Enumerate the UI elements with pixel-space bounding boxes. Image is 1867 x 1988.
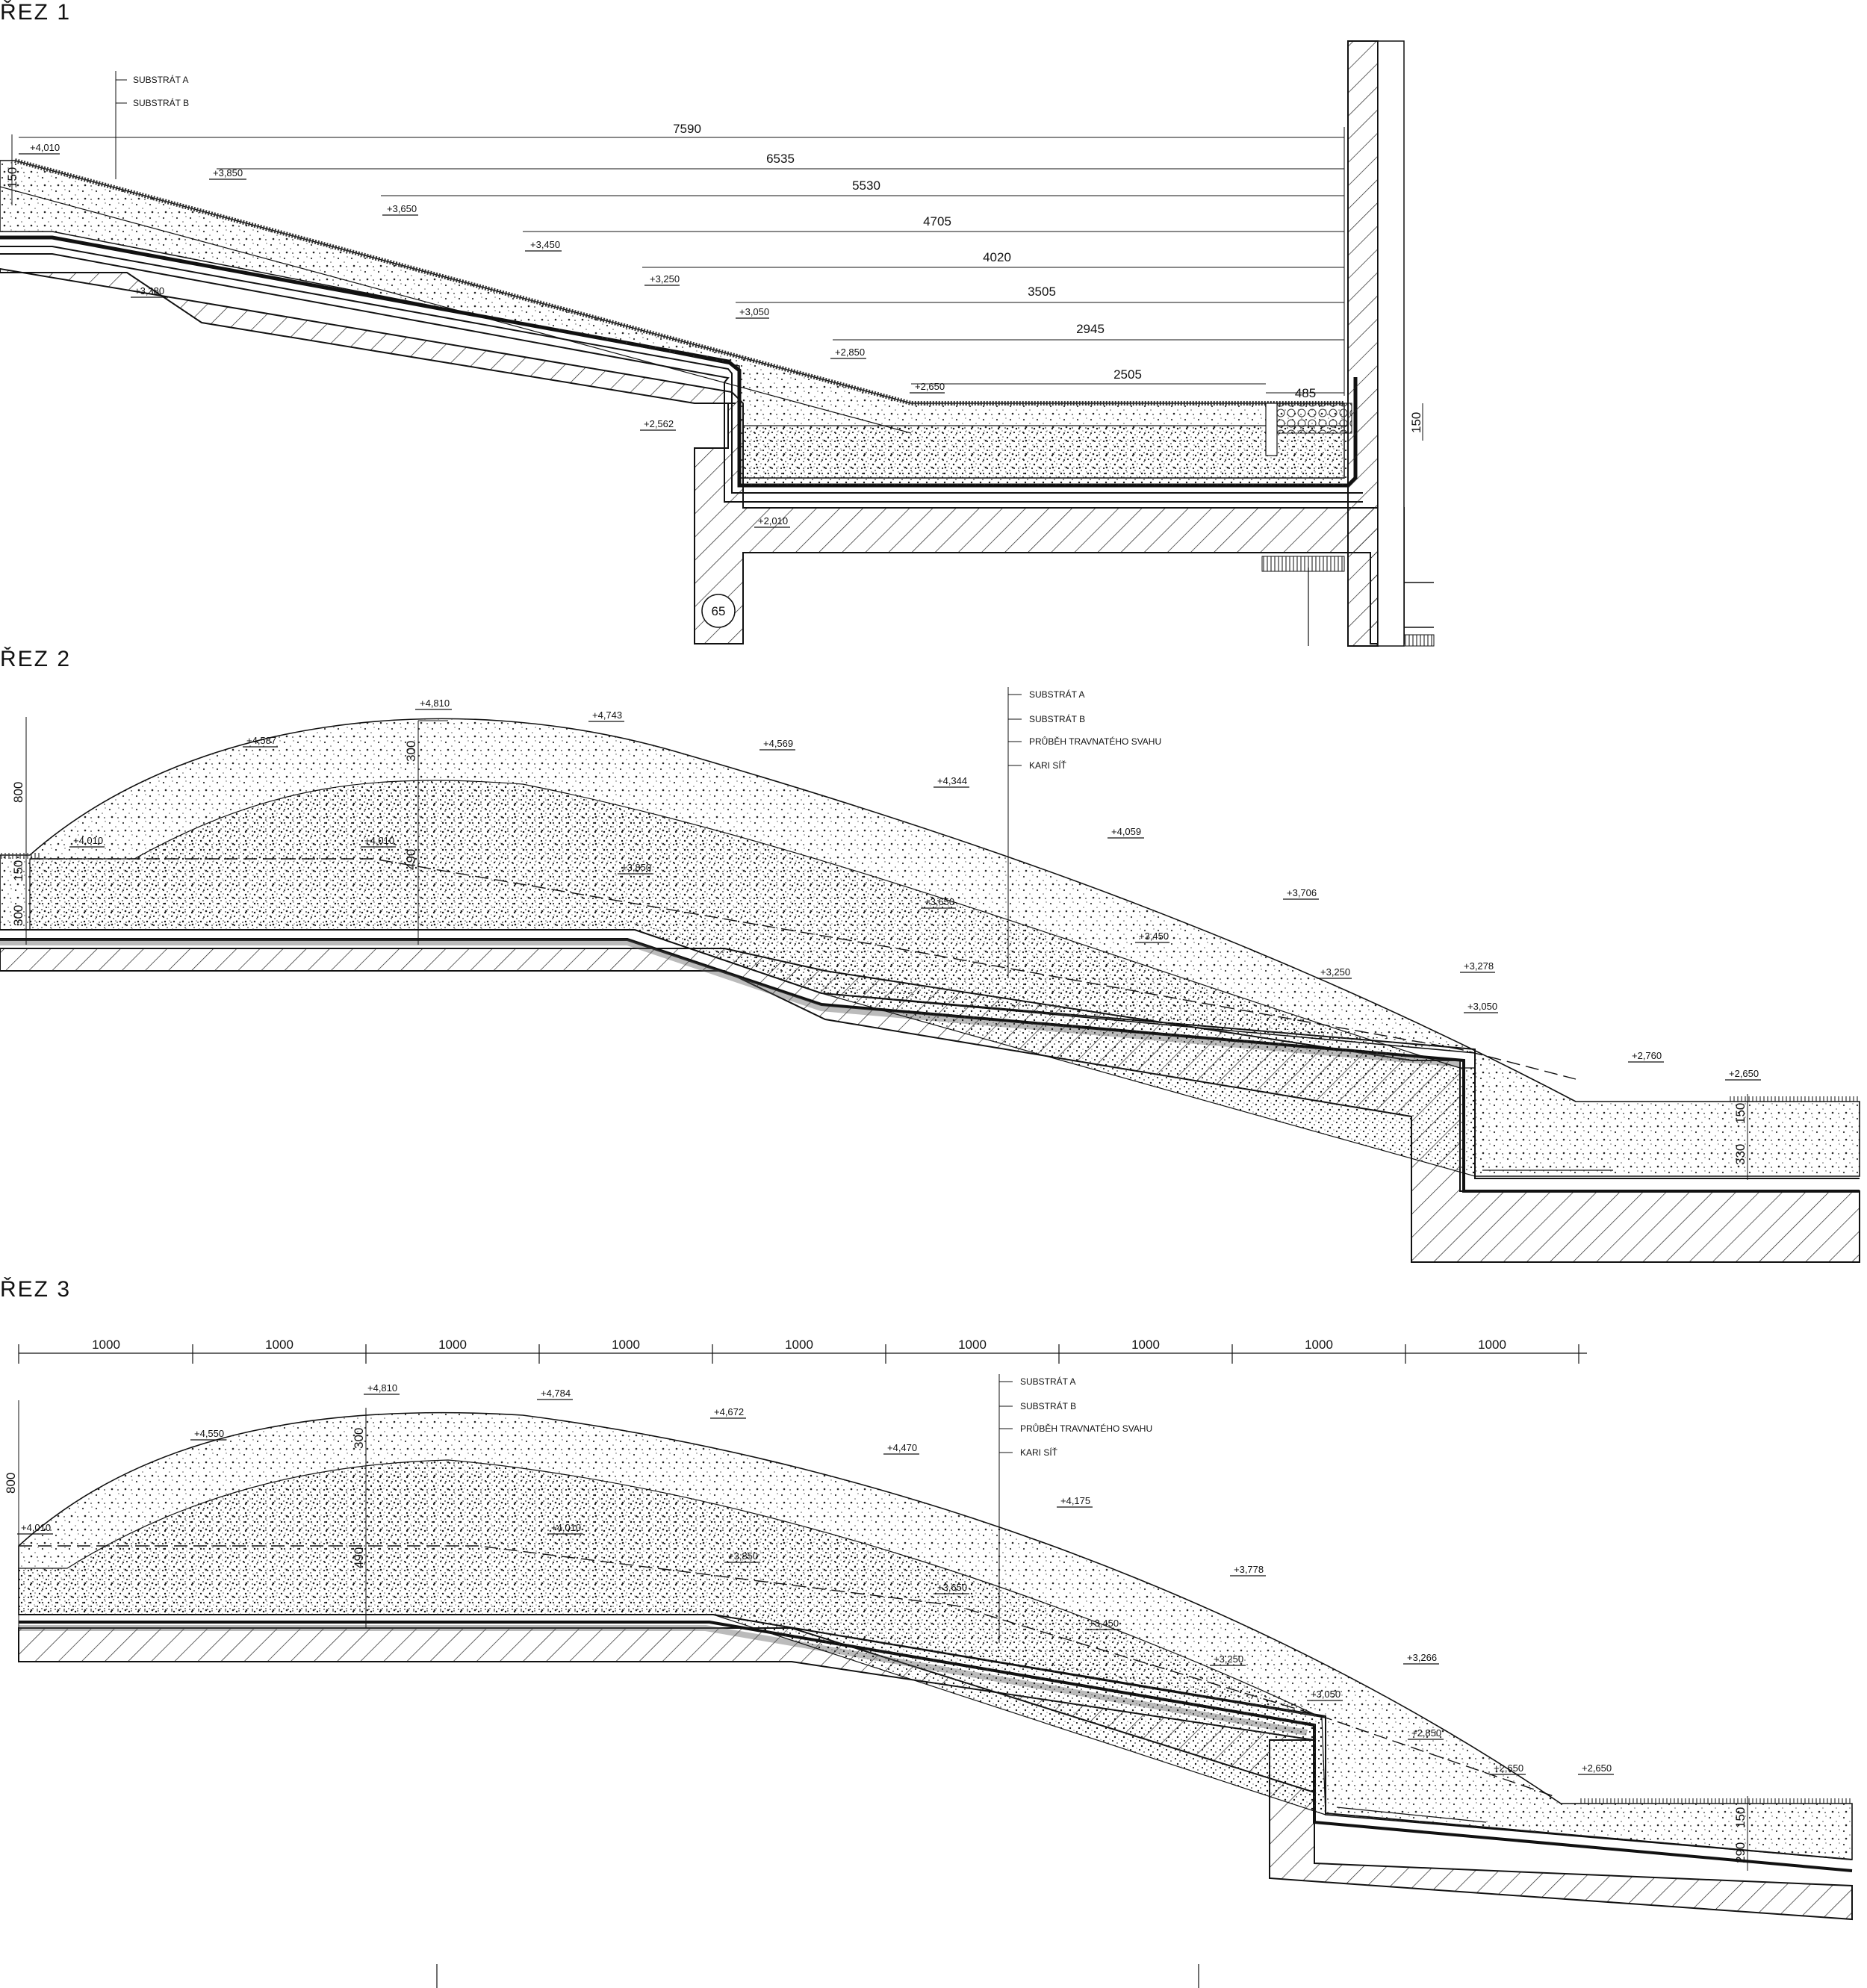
- vdim-150-left: 150: [5, 167, 19, 188]
- elev-s2-2650: +2,650: [1729, 1068, 1759, 1079]
- elev-s2-4059: +4,059: [1111, 826, 1141, 837]
- elev-s3-3778: +3,778: [1234, 1564, 1264, 1575]
- legend-substrat-b-3: SUBSTRÁT B: [1020, 1400, 1076, 1411]
- vdim-300-s2-left: 300: [11, 905, 25, 926]
- elev-3450: +3,450: [530, 239, 560, 250]
- elev-2562: +2,562: [644, 418, 674, 429]
- vdim-300-s2-top: 300: [404, 741, 418, 762]
- elev-2850: +2,850: [835, 347, 865, 358]
- elev-3380: +3,380: [134, 285, 164, 296]
- elev-2650: +2,650: [915, 381, 945, 392]
- section-2-title: ŘEZ 2: [0, 647, 72, 671]
- elev-s2-3850: +3,850: [621, 862, 651, 873]
- legend-substrat-b-2: SUBSTRÁT B: [1029, 713, 1085, 724]
- elev-s2-4810: +4,810: [420, 698, 450, 709]
- elev-s3-2850: +2,850: [1411, 1727, 1441, 1739]
- vdim-490-s2: 490: [404, 849, 418, 870]
- vdim-490-s3: 490: [352, 1547, 366, 1568]
- vdim-150-s2-right: 150: [1733, 1103, 1748, 1124]
- spacing-3: 1000: [438, 1338, 467, 1352]
- elev-s2-4587: +4,587: [246, 735, 276, 746]
- elev-4010: +4,010: [30, 142, 60, 153]
- elev-s3-4672: +4,672: [714, 1406, 744, 1417]
- elev-s3-4550: +4,550: [194, 1428, 224, 1439]
- spacing-8: 1000: [1305, 1338, 1333, 1352]
- dim-7590: 7590: [673, 122, 701, 136]
- vdim-150-s2-left: 150: [11, 860, 25, 881]
- elev-s3-3450: +3,450: [1089, 1618, 1119, 1629]
- spacing-4: 1000: [612, 1338, 640, 1352]
- legend-travnaty-svah-3: PRŮBĚH TRAVNATÉHO SVAHU: [1020, 1423, 1152, 1434]
- detail-ref-label: 65: [712, 604, 726, 618]
- spacing-2: 1000: [265, 1338, 293, 1352]
- elev-s3-3250: +3,250: [1214, 1653, 1243, 1665]
- elev-s2-3706: +3,706: [1287, 887, 1317, 898]
- spacing-7: 1000: [1131, 1338, 1160, 1352]
- detail-ref-circle: [701, 594, 736, 628]
- elev-s3-4175: +4,175: [1060, 1495, 1090, 1506]
- elev-s3-2650-b: +2,650: [1582, 1762, 1612, 1774]
- elev-s2-3650: +3,650: [925, 896, 954, 907]
- section-3-title: ŘEZ 3: [0, 1277, 72, 1302]
- elev-s3-4470: +4,470: [887, 1442, 917, 1453]
- dim-4705: 4705: [923, 214, 951, 229]
- elev-s2-3278: +3,278: [1464, 960, 1494, 972]
- section-1-title: ŘEZ 1: [0, 0, 72, 25]
- dim-2505: 2505: [1113, 367, 1142, 382]
- vdim-800-s2: 800: [11, 782, 25, 803]
- spacing-6: 1000: [958, 1338, 987, 1352]
- elev-s3-3850: +3,850: [728, 1550, 758, 1562]
- elev-s3-4810: +4,810: [367, 1382, 397, 1394]
- legend-substrat-b-1: SUBSTRÁT B: [133, 97, 189, 108]
- elev-2010: +2,010: [758, 515, 788, 526]
- elev-s3-4010-a: +4,010: [21, 1522, 51, 1533]
- legend-kari-sit-2: KARI SÍŤ: [1029, 760, 1067, 771]
- legend-substrat-a-2: SUBSTRÁT A: [1029, 689, 1084, 700]
- elev-3250: +3,250: [650, 273, 680, 285]
- section-1-drawing: 7590 6535 5530 4705 4020 3505 2945 2505 …: [0, 40, 1435, 647]
- dim-3505: 3505: [1028, 285, 1056, 299]
- dim-485: 485: [1295, 386, 1316, 400]
- elev-3050: +3,050: [739, 306, 769, 317]
- elev-s3-3650: +3,650: [937, 1582, 967, 1593]
- elev-s3-4010-b: +4,010: [551, 1522, 581, 1533]
- elev-s2-4569: +4,569: [763, 738, 793, 749]
- spacing-5: 1000: [785, 1338, 813, 1352]
- elev-s2-3250: +3,250: [1320, 966, 1350, 978]
- elev-s2-3450: +3,450: [1139, 931, 1169, 942]
- elev-s2-3050: +3,050: [1467, 1001, 1497, 1012]
- elev-s3-2650-a: +2,650: [1494, 1762, 1523, 1774]
- legend-kari-sit-3: KARI SÍŤ: [1020, 1447, 1058, 1458]
- vdim-150-s3: 150: [1733, 1807, 1748, 1828]
- elev-s2-4010-b: +4,010: [364, 835, 394, 846]
- vdim-800-s3: 800: [4, 1473, 18, 1494]
- vdim-150-right: 150: [1409, 412, 1423, 433]
- elev-3650: +3,650: [387, 203, 417, 214]
- section-3-drawing: 1000 1000 1000 1000 1000 1000 1000 1000 …: [4, 1338, 1853, 1988]
- elev-s3-3050: +3,050: [1311, 1689, 1341, 1700]
- legend-substrat-a-1: SUBSTRÁT A: [133, 74, 188, 85]
- elev-s2-4010-a: +4,010: [73, 835, 103, 846]
- elev-3850: +3,850: [213, 167, 243, 178]
- elev-s2-4743: +4,743: [592, 709, 622, 721]
- elev-s2-2760: +2,760: [1632, 1050, 1662, 1061]
- legend-travnaty-svah-2: PRŮBĚH TRAVNATÉHO SVAHU: [1029, 736, 1161, 747]
- section-2-drawing: 800 150 300 300 490 150 330 SUBSTRÁT A S…: [0, 687, 1860, 1263]
- spacing-9: 1000: [1478, 1338, 1506, 1352]
- legend-substrat-a-3: SUBSTRÁT A: [1020, 1376, 1075, 1387]
- elev-s2-4344: +4,344: [937, 775, 967, 786]
- elev-s3-3266: +3,266: [1407, 1652, 1437, 1663]
- vdim-300-s3: 300: [352, 1428, 366, 1449]
- vdim-290-s3: 290: [1733, 1842, 1748, 1863]
- dim-6535: 6535: [766, 152, 795, 166]
- elev-s3-4784: +4,784: [541, 1388, 571, 1399]
- vdim-330-s2-right: 330: [1733, 1144, 1748, 1165]
- spacing-1: 1000: [92, 1338, 120, 1352]
- dim-4020: 4020: [983, 250, 1011, 264]
- dim-2945: 2945: [1076, 322, 1105, 336]
- dim-5530: 5530: [852, 178, 880, 193]
